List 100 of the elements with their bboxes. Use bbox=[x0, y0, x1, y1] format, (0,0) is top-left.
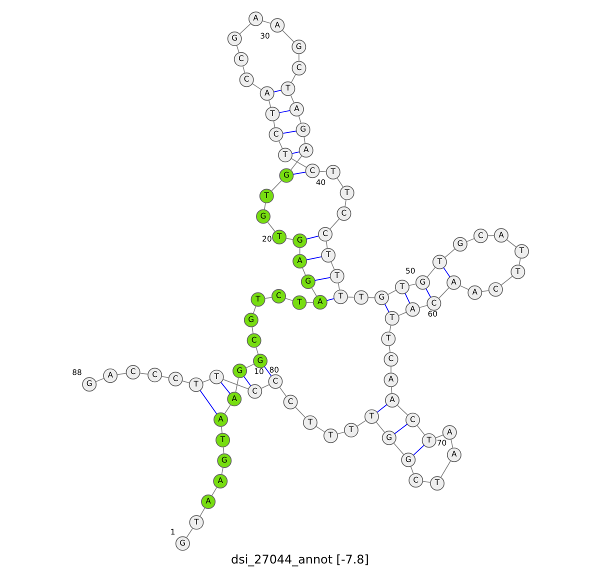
connector bbox=[311, 287, 318, 297]
node-circle: A bbox=[103, 368, 118, 383]
connector bbox=[338, 282, 340, 290]
node-circle: T bbox=[280, 81, 296, 96]
connector bbox=[202, 378, 211, 383]
node-circle: C bbox=[283, 394, 298, 410]
node-label: 1 bbox=[170, 527, 176, 536]
node-circle: C bbox=[408, 473, 424, 488]
connector bbox=[356, 420, 366, 427]
node-circle: C bbox=[148, 368, 162, 382]
connector bbox=[443, 267, 450, 278]
connector bbox=[426, 288, 432, 298]
connector bbox=[242, 66, 246, 74]
node-circle: T bbox=[250, 292, 266, 307]
connector bbox=[271, 180, 282, 192]
connector bbox=[268, 100, 272, 108]
node-circle: T bbox=[259, 188, 274, 204]
node-label: 30 bbox=[260, 31, 270, 40]
node-label: 80 bbox=[269, 365, 280, 374]
node-label: 10 bbox=[254, 367, 264, 376]
node-circle: T bbox=[344, 422, 358, 438]
connector bbox=[186, 528, 194, 538]
connector bbox=[252, 83, 262, 90]
connector bbox=[252, 326, 254, 334]
node-circle: T bbox=[278, 148, 293, 162]
connector bbox=[314, 277, 330, 281]
connector bbox=[264, 296, 272, 299]
node-circle: C bbox=[271, 289, 286, 304]
connector bbox=[330, 261, 335, 270]
node-circle: T bbox=[394, 280, 410, 294]
connector bbox=[235, 377, 239, 393]
connector bbox=[278, 140, 283, 149]
node-label: 70 bbox=[436, 438, 447, 448]
connector bbox=[435, 434, 444, 438]
node-circle: T bbox=[333, 290, 348, 304]
node-circle: A bbox=[494, 228, 508, 243]
node-circle: C bbox=[239, 72, 254, 88]
connector bbox=[466, 238, 475, 242]
connector bbox=[221, 467, 224, 475]
node-circle: A bbox=[442, 425, 457, 440]
node-circle: A bbox=[446, 448, 462, 462]
connector bbox=[450, 438, 454, 448]
connector bbox=[262, 20, 272, 24]
node-circle: T bbox=[330, 268, 344, 284]
node-circle: T bbox=[340, 186, 354, 200]
node-circle: T bbox=[292, 295, 307, 310]
node-circle: G bbox=[82, 377, 97, 392]
connector bbox=[410, 466, 414, 474]
connector bbox=[440, 460, 452, 478]
connector bbox=[368, 297, 376, 298]
connector bbox=[256, 346, 259, 355]
connector bbox=[396, 404, 408, 416]
node-circle: T bbox=[432, 254, 447, 270]
connector bbox=[292, 151, 300, 154]
node-circle: G bbox=[232, 364, 248, 378]
connector bbox=[290, 156, 302, 170]
connector bbox=[336, 178, 344, 188]
connector bbox=[426, 266, 436, 278]
connector bbox=[316, 426, 326, 432]
connector bbox=[200, 390, 218, 414]
connector bbox=[292, 172, 306, 175]
node-circle: T bbox=[216, 432, 230, 448]
connector bbox=[222, 446, 224, 454]
connector bbox=[222, 379, 249, 390]
connector bbox=[344, 199, 346, 208]
node-circle: T bbox=[510, 264, 526, 280]
connector bbox=[347, 296, 355, 298]
connector bbox=[282, 30, 294, 42]
connector bbox=[284, 298, 294, 302]
connector bbox=[220, 382, 230, 394]
node-circle: T bbox=[302, 415, 318, 430]
node-circle: A bbox=[298, 143, 314, 158]
node-circle: T bbox=[384, 311, 400, 326]
node-circle: G bbox=[227, 32, 242, 46]
connector bbox=[389, 324, 392, 332]
node-circle: C bbox=[426, 296, 442, 311]
connector bbox=[95, 378, 104, 382]
connector bbox=[290, 94, 294, 104]
connector bbox=[224, 404, 231, 414]
node-circle: A bbox=[260, 86, 274, 101]
node-circle: C bbox=[168, 372, 183, 386]
node-circle: A bbox=[201, 494, 216, 509]
connector bbox=[286, 238, 294, 240]
connector bbox=[418, 304, 428, 308]
node-circle: C bbox=[318, 227, 333, 242]
connector bbox=[279, 110, 290, 114]
node-circle: C bbox=[248, 384, 262, 399]
connector bbox=[337, 432, 345, 434]
connector bbox=[330, 218, 340, 230]
connector bbox=[140, 372, 148, 375]
connector bbox=[306, 236, 319, 240]
node-circle: G bbox=[401, 452, 416, 468]
connector bbox=[161, 376, 170, 378]
node-circle: C bbox=[246, 333, 262, 348]
connector bbox=[246, 364, 254, 368]
connector bbox=[252, 306, 256, 314]
node-circle: A bbox=[312, 295, 328, 310]
connector bbox=[264, 366, 272, 376]
node-circle: C bbox=[405, 412, 420, 428]
connector bbox=[274, 90, 282, 92]
